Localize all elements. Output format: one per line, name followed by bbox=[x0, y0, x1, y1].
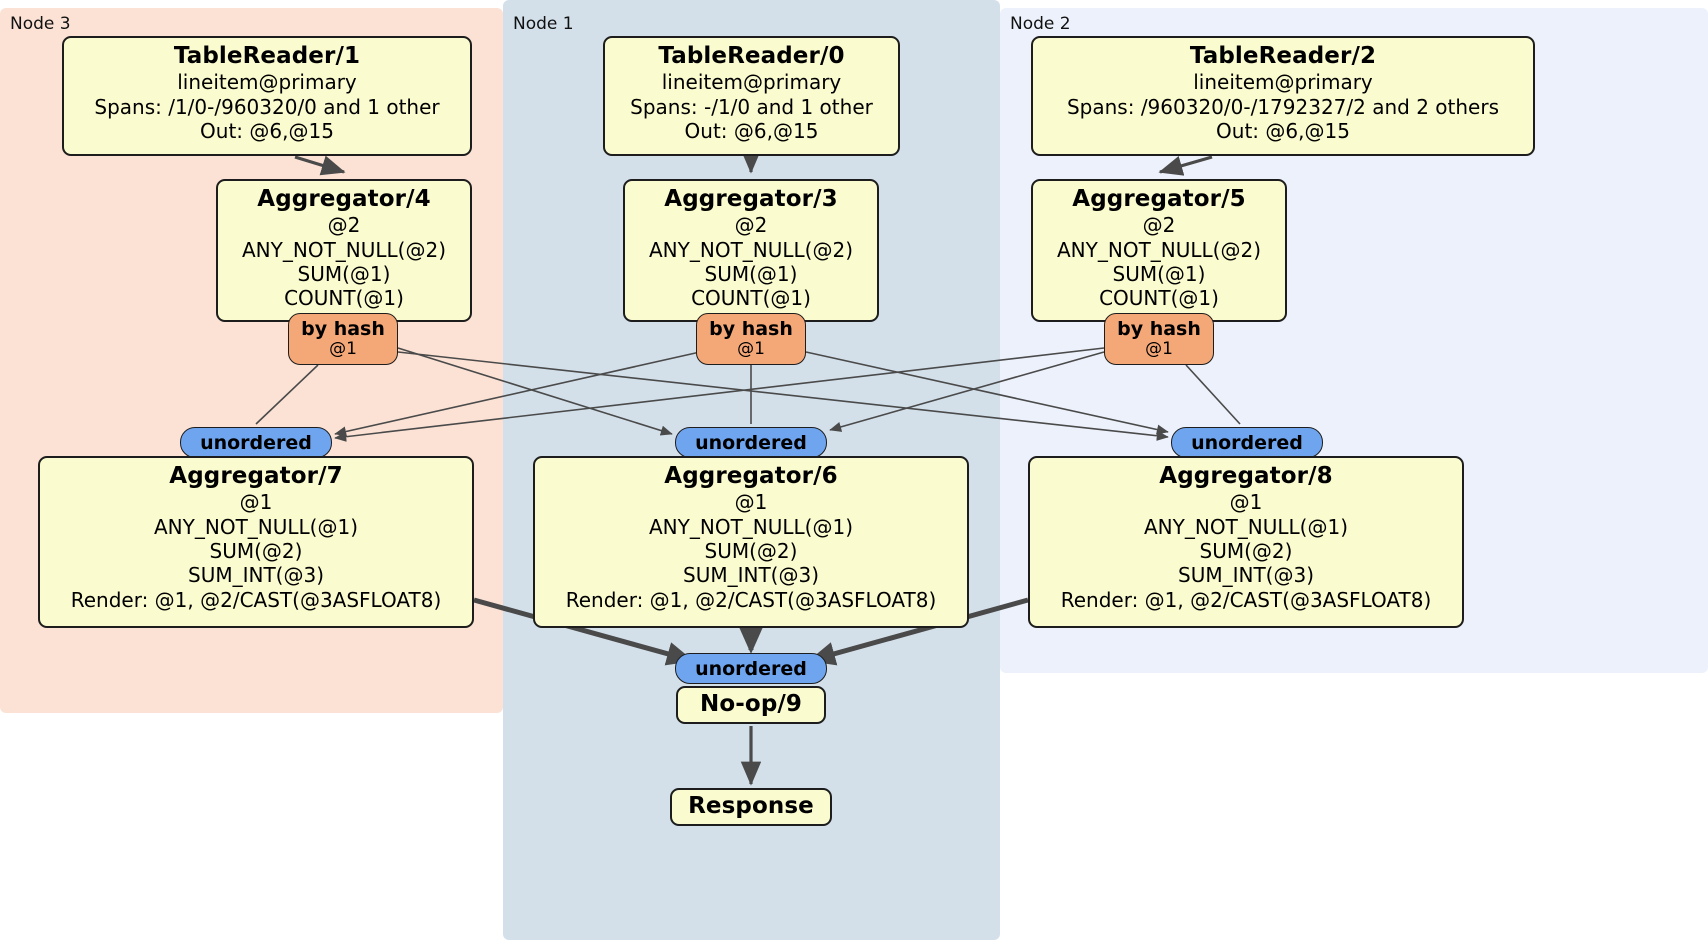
processor-title: Aggregator/3 bbox=[664, 186, 838, 212]
processor-title: Aggregator/6 bbox=[664, 463, 838, 489]
processor-aggregator-6[interactable]: Aggregator/6 @1 ANY_NOT_NULL(@1) SUM(@2)… bbox=[533, 456, 969, 628]
processor-detail-line: SUM(@2) bbox=[704, 538, 798, 563]
processor-detail-line: SUM(@2) bbox=[1199, 538, 1293, 563]
hash-router-label: by hash bbox=[1117, 318, 1201, 341]
processor-detail-line: COUNT(@1) bbox=[691, 286, 811, 311]
unordered-synchronizer-final[interactable]: unordered bbox=[675, 653, 827, 684]
processor-title: TableReader/1 bbox=[173, 43, 361, 69]
processor-render-line: Render: @1, @2/CAST(@3ASFLOAT8) bbox=[1060, 587, 1432, 612]
processor-detail-line: SUM_INT(@3) bbox=[683, 563, 819, 588]
hash-router-label: by hash bbox=[709, 318, 793, 341]
processor-detail-line: SUM(@1) bbox=[297, 261, 391, 286]
processor-detail-line: Spans: /960320/0-/1792327/2 and 2 others bbox=[1066, 94, 1499, 119]
processor-detail-line: @2 bbox=[327, 213, 361, 238]
processor-detail-line: SUM(@1) bbox=[704, 261, 798, 286]
processor-detail-line: ANY_NOT_NULL(@1) bbox=[154, 514, 358, 539]
processor-title: No-op/9 bbox=[700, 691, 802, 718]
processor-aggregator-5[interactable]: Aggregator/5 @2 ANY_NOT_NULL(@2) SUM(@1)… bbox=[1031, 179, 1287, 322]
processor-render-line: Render: @1, @2/CAST(@3ASFLOAT8) bbox=[565, 587, 937, 612]
hash-router-badge-agg4[interactable]: by hash @1 bbox=[288, 313, 398, 365]
processor-detail-line: @1 bbox=[734, 490, 768, 515]
processor-response[interactable]: Response bbox=[670, 788, 832, 826]
hash-router-badge-agg3[interactable]: by hash @1 bbox=[696, 313, 806, 365]
processor-tablereader-0[interactable]: TableReader/0 lineitem@primary Spans: -/… bbox=[603, 36, 900, 156]
processor-detail-line: lineitem@primary bbox=[661, 70, 842, 95]
processor-detail-line: SUM(@2) bbox=[209, 538, 303, 563]
processor-detail-line: SUM_INT(@3) bbox=[1178, 563, 1314, 588]
processor-tablereader-1[interactable]: TableReader/1 lineitem@primary Spans: /1… bbox=[62, 36, 472, 156]
processor-detail-line: Spans: -/1/0 and 1 other bbox=[630, 94, 873, 119]
processor-detail-line: ANY_NOT_NULL(@2) bbox=[649, 237, 853, 262]
processor-title: Aggregator/8 bbox=[1159, 463, 1333, 489]
processor-aggregator-8[interactable]: Aggregator/8 @1 ANY_NOT_NULL(@1) SUM(@2)… bbox=[1028, 456, 1464, 628]
hash-router-label: by hash bbox=[301, 318, 385, 341]
processor-detail-line: COUNT(@1) bbox=[1099, 286, 1219, 311]
processor-aggregator-3[interactable]: Aggregator/3 @2 ANY_NOT_NULL(@2) SUM(@1)… bbox=[623, 179, 879, 322]
processor-tablereader-2[interactable]: TableReader/2 lineitem@primary Spans: /9… bbox=[1031, 36, 1535, 156]
node-panel-label-node2: Node 2 bbox=[1010, 14, 1071, 34]
processor-detail-line: lineitem@primary bbox=[1193, 70, 1373, 95]
unordered-synchronizer-left[interactable]: unordered bbox=[180, 427, 332, 458]
node-panel-label-node3: Node 3 bbox=[10, 14, 71, 34]
processor-detail-line: SUM_INT(@3) bbox=[188, 563, 324, 588]
processor-detail-line: @2 bbox=[734, 213, 768, 238]
unordered-label: unordered bbox=[200, 431, 312, 454]
processor-detail-line: Out: @6,@15 bbox=[200, 118, 334, 143]
processor-detail-line: @2 bbox=[1142, 213, 1176, 238]
unordered-synchronizer-middle[interactable]: unordered bbox=[675, 427, 827, 458]
hash-router-column: @1 bbox=[737, 339, 765, 360]
processor-title: Aggregator/4 bbox=[257, 186, 431, 212]
processor-detail-line: Out: @6,@15 bbox=[1216, 118, 1350, 143]
processor-detail-line: @1 bbox=[239, 490, 273, 515]
processor-title: Aggregator/7 bbox=[169, 463, 343, 489]
unordered-label: unordered bbox=[1191, 431, 1303, 454]
processor-detail-line: ANY_NOT_NULL(@2) bbox=[242, 237, 446, 262]
processor-aggregator-7[interactable]: Aggregator/7 @1 ANY_NOT_NULL(@1) SUM(@2)… bbox=[38, 456, 474, 628]
processor-title: TableReader/0 bbox=[658, 43, 845, 69]
processor-aggregator-4[interactable]: Aggregator/4 @2 ANY_NOT_NULL(@2) SUM(@1)… bbox=[216, 179, 472, 322]
processor-detail-line: @1 bbox=[1229, 490, 1263, 515]
processor-noop-9[interactable]: No-op/9 bbox=[676, 686, 826, 724]
processor-detail-line: lineitem@primary bbox=[177, 70, 357, 95]
processor-title: Aggregator/5 bbox=[1072, 186, 1246, 212]
hash-router-column: @1 bbox=[1145, 339, 1173, 360]
node-panel-label-node1: Node 1 bbox=[513, 14, 574, 34]
processor-title: TableReader/2 bbox=[1189, 43, 1377, 69]
processor-detail-line: SUM(@1) bbox=[1112, 261, 1206, 286]
processor-detail-line: Out: @6,@15 bbox=[684, 118, 819, 143]
unordered-label: unordered bbox=[695, 431, 807, 454]
processor-detail-line: Spans: /1/0-/960320/0 and 1 other bbox=[94, 94, 440, 119]
hash-router-badge-agg5[interactable]: by hash @1 bbox=[1104, 313, 1214, 365]
processor-detail-line: ANY_NOT_NULL(@1) bbox=[1144, 514, 1348, 539]
hash-router-column: @1 bbox=[329, 339, 357, 360]
processor-detail-line: ANY_NOT_NULL(@1) bbox=[649, 514, 853, 539]
processor-render-line: Render: @1, @2/CAST(@3ASFLOAT8) bbox=[70, 587, 442, 612]
unordered-label: unordered bbox=[695, 657, 807, 680]
processor-detail-line: COUNT(@1) bbox=[284, 286, 404, 311]
processor-detail-line: ANY_NOT_NULL(@2) bbox=[1057, 237, 1261, 262]
processor-title: Response bbox=[688, 793, 814, 820]
unordered-synchronizer-right[interactable]: unordered bbox=[1171, 427, 1323, 458]
